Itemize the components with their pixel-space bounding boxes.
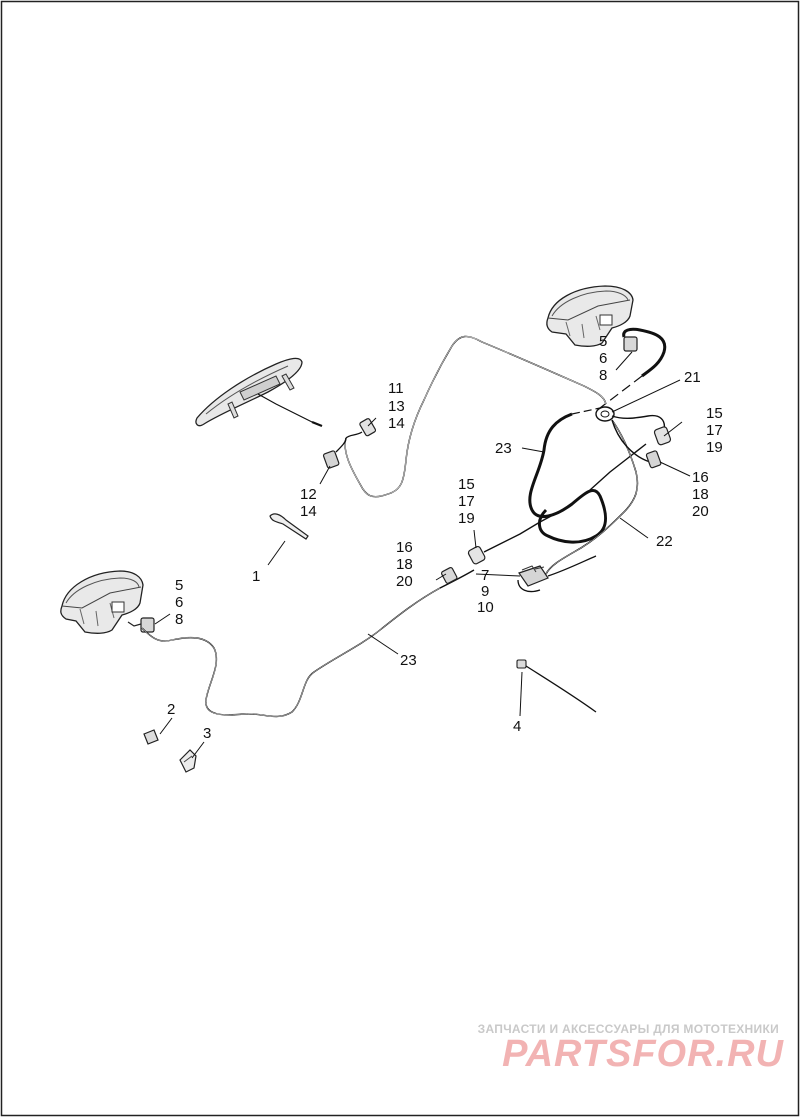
callout-6-right: 6 bbox=[599, 350, 607, 367]
callout-1: 1 bbox=[252, 568, 260, 585]
callout-8-right: 8 bbox=[599, 367, 607, 384]
callout-18-mid: 18 bbox=[396, 556, 413, 573]
grommet-21[interactable] bbox=[595, 406, 615, 422]
right-lamp-assembly[interactable] bbox=[546, 285, 634, 347]
watermark: ЗАПЧАСТИ И АКСЕССУАРЫ ДЛЯ МОТОТЕХНИКИ PA… bbox=[478, 1022, 784, 1075]
callout-23-lower: 23 bbox=[400, 652, 417, 669]
callout-4: 4 bbox=[513, 718, 521, 735]
callout-22: 22 bbox=[656, 533, 673, 550]
callout-16-mid: 16 bbox=[396, 539, 413, 556]
callout-12: 12 bbox=[300, 486, 317, 503]
clip-2[interactable] bbox=[143, 729, 159, 745]
callout-labels: 1 2 3 4 5 6 8 5 6 8 7 9 10 11 13 14 12 1… bbox=[167, 333, 723, 742]
callout-2: 2 bbox=[167, 701, 175, 718]
callout-17-mid: 17 bbox=[458, 493, 475, 510]
connector-block-7-9-10[interactable] bbox=[517, 555, 597, 593]
lower-harness-23[interactable] bbox=[141, 569, 475, 718]
callout-19-right: 19 bbox=[706, 439, 723, 456]
callout-16-right: 16 bbox=[692, 469, 709, 486]
callout-9: 9 bbox=[481, 583, 489, 600]
callout-3: 3 bbox=[203, 725, 211, 742]
callout-14-top: 14 bbox=[388, 415, 405, 432]
watermark-logo: PARTSFOR.RU bbox=[502, 1033, 784, 1075]
callout-11: 11 bbox=[388, 380, 404, 397]
connector-11-13-14[interactable] bbox=[345, 418, 377, 439]
mid-connector-16-18-20[interactable] bbox=[440, 566, 458, 584]
left-lamp-assembly[interactable] bbox=[60, 570, 144, 634]
clip-3[interactable] bbox=[179, 749, 197, 773]
right-connector-15-17-19[interactable] bbox=[653, 426, 672, 446]
right-lamp-connector[interactable] bbox=[622, 327, 667, 378]
callout-15-right: 15 bbox=[706, 405, 723, 422]
callout-5-left: 5 bbox=[175, 577, 183, 594]
leader-lines bbox=[154, 351, 691, 759]
callout-5-right: 5 bbox=[599, 333, 607, 350]
right-lamp-phantom-line bbox=[599, 375, 643, 409]
right-black-harness-23[interactable] bbox=[528, 412, 607, 544]
callout-10: 10 bbox=[477, 599, 494, 616]
callout-23-upper: 23 bbox=[495, 440, 512, 457]
harness-branch-right[interactable] bbox=[611, 414, 666, 463]
callout-17-right: 17 bbox=[706, 422, 723, 439]
watermark-tagline: ЗАПЧАСТИ И АКСЕССУАРЫ ДЛЯ МОТОТЕХНИКИ bbox=[478, 1022, 779, 1036]
callout-7: 7 bbox=[481, 567, 489, 584]
callout-18-right: 18 bbox=[692, 486, 709, 503]
callout-14-bottom: 14 bbox=[300, 503, 317, 520]
callout-20-mid: 20 bbox=[396, 573, 413, 590]
left-lamp-connector[interactable] bbox=[127, 617, 155, 633]
callout-15-mid: 15 bbox=[458, 476, 475, 493]
callout-8-left: 8 bbox=[175, 611, 183, 628]
right-connector-16-18-20[interactable] bbox=[645, 450, 662, 469]
center-lamp-bracket[interactable] bbox=[195, 357, 323, 428]
callout-13: 13 bbox=[388, 398, 405, 415]
black-harness-phantom bbox=[571, 407, 601, 415]
callout-19-mid: 19 bbox=[458, 510, 475, 527]
jumper-wire-4[interactable] bbox=[516, 659, 597, 713]
callout-20-right: 20 bbox=[692, 503, 709, 520]
callout-6-left: 6 bbox=[175, 594, 183, 611]
mid-connector-15-17-19[interactable] bbox=[467, 443, 647, 565]
callout-21: 21 bbox=[684, 369, 701, 386]
cable-tie-1[interactable] bbox=[269, 513, 309, 540]
connector-12-14[interactable] bbox=[322, 437, 347, 469]
